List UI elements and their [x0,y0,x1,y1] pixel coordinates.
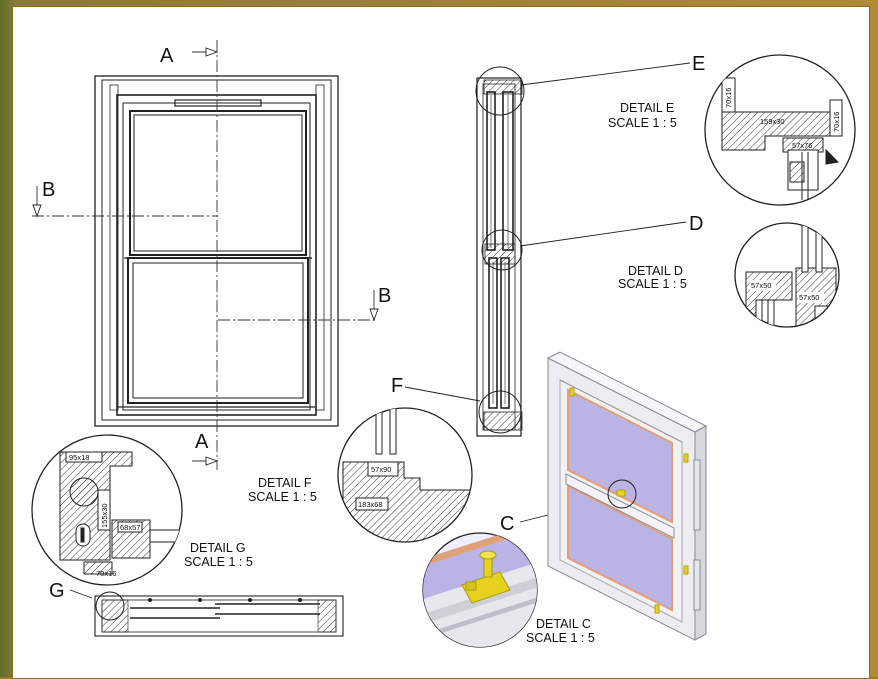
detail-f-dim-2: 183x68 [358,500,383,509]
detail-e-dim-3: 70x16 [724,88,733,108]
detail-e-title: DETAIL E [620,101,674,115]
detail-f-marker: F [391,375,403,397]
detail-g-dim-2: 155x30 [100,503,109,528]
section-b-left-label: B [42,179,55,201]
vertical-section-view [475,66,525,437]
detail-f-dim-1: 57x90 [371,465,391,474]
detail-g-scale: SCALE 1 : 5 [184,555,253,569]
detail-f-scale: SCALE 1 : 5 [248,490,317,504]
detail-d-dim-1: 57x50 [751,281,771,290]
detail-c-title: DETAIL C [536,617,591,631]
isometric-window-view [546,351,708,641]
detail-d-view: 57x50 57x50 [734,222,840,328]
detail-d-dim-2: 57x50 [799,293,819,302]
section-b-right-label: B [378,285,391,307]
detail-g-dim-1: 95x18 [69,453,89,462]
section-a-top-label: A [160,45,174,67]
detail-e-dim-2: 57x76 [792,141,812,150]
detail-e-dim-1: 159x30 [760,117,785,126]
detail-g-title: DETAIL G [190,541,246,555]
section-lines [32,40,379,470]
front-elevation-view [94,75,339,427]
detail-g-view: 95x18 155x30 68x57 70x16 [31,434,183,586]
detail-d-marker: D [689,213,703,235]
detail-g-marker: G [49,580,65,602]
detail-e-dim-4: 70x16 [832,112,841,132]
detail-e-scale: SCALE 1 : 5 [608,116,677,130]
detail-d-scale: SCALE 1 : 5 [618,277,687,291]
detail-c-scale: SCALE 1 : 5 [526,631,595,645]
detail-f-title: DETAIL F [258,476,312,490]
detail-c-marker: C [500,513,514,535]
detail-f-view: 57x90 183x68 [337,407,473,543]
detail-e-view: 159x30 57x76 70x16 70x16 [704,54,856,206]
detail-d-title: DETAIL D [628,264,683,278]
horizontal-section-view [94,591,344,637]
section-a-bottom-label: A [195,431,209,453]
detail-g-dim-4: 70x16 [96,569,116,578]
detail-e-marker: E [692,53,705,75]
detail-g-dim-3: 68x57 [120,523,140,532]
